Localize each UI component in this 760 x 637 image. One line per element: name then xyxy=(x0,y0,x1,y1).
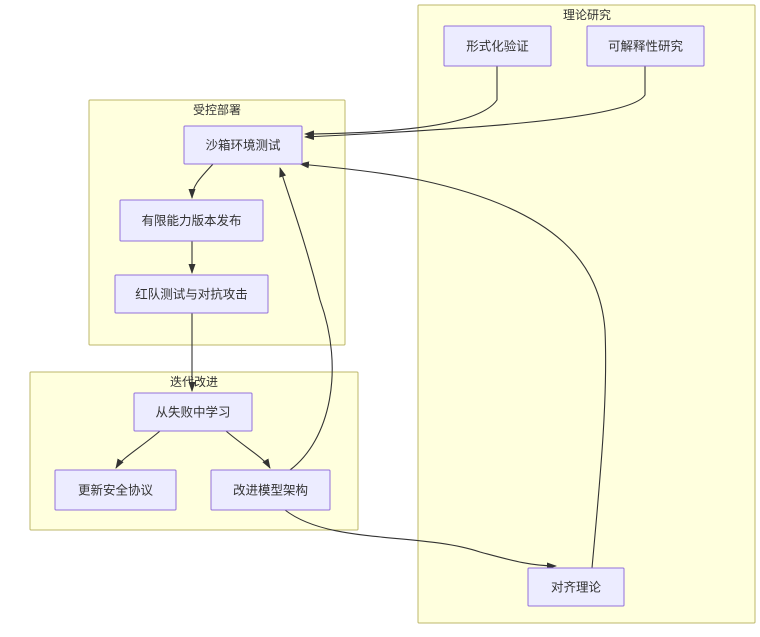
node-box-red-team-test[interactable] xyxy=(114,274,269,314)
edge-alignment-theory-to-sandbox-test xyxy=(299,161,607,569)
node-label-red-team-test: 红队测试与对抗攻击 xyxy=(135,286,248,301)
edge-learn-from-failure-to-improve-architecture xyxy=(225,430,271,469)
edge-improve-architecture-to-alignment-theory xyxy=(284,509,557,570)
edge-formal-verification-to-sandbox-test xyxy=(304,66,498,138)
node-learn-from-failure[interactable]: 从失败中学习 xyxy=(133,392,253,432)
cluster-title-iteration: 迭代改进 xyxy=(170,375,218,389)
node-box-sandbox-test[interactable] xyxy=(183,125,303,165)
edge-interpretability-to-sandbox-test xyxy=(304,66,646,141)
node-label-interpretability: 可解释性研究 xyxy=(608,38,684,53)
edge-layer xyxy=(115,66,646,570)
node-box-interpretability[interactable] xyxy=(586,25,705,67)
cluster-theory: 理论研究 xyxy=(417,4,756,624)
node-label-formal-verification: 形式化验证 xyxy=(466,38,529,53)
edge-learn-from-failure-to-update-protocol xyxy=(115,430,161,469)
node-box-formal-verification[interactable] xyxy=(443,25,552,67)
node-label-learn-from-failure: 从失败中学习 xyxy=(155,404,230,419)
node-box-improve-architecture[interactable] xyxy=(210,469,331,511)
node-improve-architecture[interactable]: 改进模型架构 xyxy=(210,469,331,511)
cluster-title-theory: 理论研究 xyxy=(563,7,611,22)
node-label-update-protocol: 更新安全协议 xyxy=(78,482,154,497)
node-label-limited-release: 有限能力版本发布 xyxy=(141,213,241,228)
node-formal-verification[interactable]: 形式化验证 xyxy=(443,25,552,67)
edge-sandbox-test-to-limited-release xyxy=(188,163,214,199)
cluster-box-theory xyxy=(417,4,756,624)
node-interpretability[interactable]: 可解释性研究 xyxy=(586,25,705,67)
node-red-team-test[interactable]: 红队测试与对抗攻击 xyxy=(114,274,269,314)
node-box-learn-from-failure[interactable] xyxy=(133,392,253,432)
node-label-sandbox-test: 沙箱环境测试 xyxy=(205,137,281,152)
node-box-update-protocol[interactable] xyxy=(54,469,177,511)
node-label-improve-architecture: 改进模型架构 xyxy=(233,482,308,497)
node-box-limited-release[interactable] xyxy=(119,199,264,242)
node-limited-release[interactable]: 有限能力版本发布 xyxy=(119,199,264,242)
edge-improve-architecture-to-sandbox-test xyxy=(279,167,333,471)
node-box-alignment-theory[interactable] xyxy=(527,567,625,607)
node-sandbox-test[interactable]: 沙箱环境测试 xyxy=(183,125,303,165)
node-label-alignment-theory: 对齐理论 xyxy=(551,579,602,594)
node-update-protocol[interactable]: 更新安全协议 xyxy=(54,469,177,511)
node-alignment-theory[interactable]: 对齐理论 xyxy=(527,567,625,607)
cluster-title-deployment: 受控部署 xyxy=(193,102,241,117)
